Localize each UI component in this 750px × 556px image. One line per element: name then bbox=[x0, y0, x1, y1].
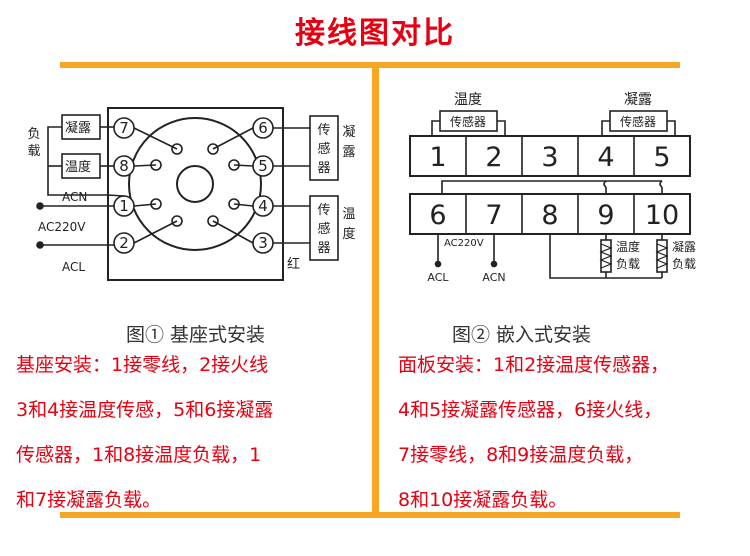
temp-sensor-text-2: 感 bbox=[317, 221, 330, 237]
temp-sensor-text-1: 传 bbox=[317, 203, 330, 218]
condense-label: 凝露 bbox=[65, 120, 91, 136]
side-condense-1: 凝 bbox=[342, 124, 355, 140]
left-desc-line-1: 基座安装：1接零线，2接火线 bbox=[16, 354, 269, 376]
frame-bottom-bar bbox=[60, 512, 680, 518]
terminal-row-top bbox=[409, 135, 691, 177]
left-description: 基座安装：1接零线，2接火线 3和4接温度传感，5和6接凝露 传感器，1和8接温… bbox=[16, 343, 273, 523]
terminal-9: 9 bbox=[597, 200, 614, 231]
acl-label-right: ACL bbox=[427, 271, 449, 284]
relay-base-outline bbox=[107, 107, 284, 281]
terminal-1: 1 bbox=[429, 142, 446, 173]
condense-sensor-text-2: 感 bbox=[317, 141, 330, 157]
temp-load-text-2: 负载 bbox=[616, 257, 640, 271]
right-texts: 温度 凝露 传感器 传感器 1 2 3 4 5 6 7 8 9 10 AC220… bbox=[427, 92, 696, 284]
terminal-7: 7 bbox=[485, 200, 502, 231]
pin-3-label: 3 bbox=[258, 234, 268, 252]
temp-sensor-label-right: 传感器 bbox=[450, 114, 486, 129]
pin-5-label: 5 bbox=[258, 157, 268, 175]
right-desc-line-2: 4和5接凝露传感器，6接火线， bbox=[398, 399, 663, 421]
pin-6-label: 6 bbox=[258, 119, 268, 137]
condense-sensor-box bbox=[309, 115, 339, 181]
terminal-6: 6 bbox=[429, 200, 446, 231]
terminal-8: 8 bbox=[541, 200, 558, 231]
right-diagram bbox=[409, 110, 691, 279]
left-texts: 凝露 温度 ACN AC220V ACL 红 7 8 1 2 6 5 4 3 传… bbox=[38, 119, 356, 274]
temp-load-text-1: 温度 bbox=[616, 239, 640, 254]
left-caption: 图① 基座式安装 bbox=[126, 324, 266, 346]
frame-top-bar bbox=[60, 62, 680, 68]
pin-7-label: 7 bbox=[119, 119, 129, 137]
left-desc-line-3: 传感器，1和8接温度负载，1 bbox=[16, 444, 262, 466]
ac220-label-right: AC220V bbox=[444, 238, 484, 249]
right-description: 面板安装：1和2接温度传感器， 4和5接凝露传感器，6接火线， 7接零线，8和9… bbox=[398, 343, 669, 523]
acl-label: ACL bbox=[62, 260, 85, 274]
load-label: 负载 bbox=[27, 127, 41, 159]
terminal-10: 10 bbox=[645, 200, 679, 231]
pin-hole bbox=[171, 143, 183, 155]
page-title: 接线图对比 bbox=[295, 16, 455, 51]
pin-hole bbox=[207, 143, 219, 155]
right-caption: 图② 嵌入式安装 bbox=[452, 324, 592, 346]
socket-center bbox=[176, 165, 214, 203]
left-desc-line-2: 3和4接温度传感，5和6接凝露 bbox=[16, 399, 274, 421]
pin-4-label: 4 bbox=[258, 197, 268, 215]
terminal-2: 2 bbox=[485, 142, 502, 173]
temp-label-right: 温度 bbox=[454, 92, 482, 108]
condense-sensor-label-right: 传感器 bbox=[620, 114, 656, 129]
right-desc-line-3: 7接零线，8和9接温度负载， bbox=[398, 444, 644, 466]
socket-ring bbox=[128, 117, 262, 251]
ac220-label: AC220V bbox=[38, 220, 86, 234]
terminal-5: 5 bbox=[653, 142, 670, 173]
terminal-3: 3 bbox=[541, 142, 558, 173]
acn-label: ACN bbox=[62, 190, 87, 204]
temp-sensor-text-3: 器 bbox=[317, 241, 330, 256]
pin-8-label: 8 bbox=[119, 157, 129, 175]
left-desc-line-4: 和7接凝露负载。 bbox=[16, 489, 162, 511]
acn-label-right: ACN bbox=[482, 271, 505, 284]
red-label: 红 bbox=[287, 256, 300, 272]
temp-label: 温度 bbox=[65, 159, 91, 175]
pin-hole bbox=[207, 215, 219, 227]
side-temp-1: 温 bbox=[342, 207, 355, 222]
side-temp-2: 度 bbox=[342, 226, 355, 242]
pin-hole bbox=[171, 215, 183, 227]
condense-sensor-text-3: 器 bbox=[317, 161, 330, 176]
condense-load-text-2: 负载 bbox=[672, 257, 696, 271]
pin-1-label: 1 bbox=[119, 197, 129, 215]
condense-load-text-1: 凝露 bbox=[672, 239, 696, 254]
temp-sensor-box bbox=[309, 195, 339, 261]
pin-2-label: 2 bbox=[119, 234, 129, 252]
right-desc-line-1: 面板安装：1和2接温度传感器， bbox=[398, 354, 670, 376]
condense-sensor-text-1: 传 bbox=[317, 123, 330, 138]
left-diagram bbox=[36, 107, 339, 281]
terminal-4: 4 bbox=[597, 142, 614, 173]
condense-label-right: 凝露 bbox=[624, 92, 652, 108]
side-condense-2: 露 bbox=[342, 145, 355, 160]
right-desc-line-4: 8和10接凝露负载。 bbox=[398, 489, 568, 511]
frame-divider bbox=[372, 62, 379, 518]
